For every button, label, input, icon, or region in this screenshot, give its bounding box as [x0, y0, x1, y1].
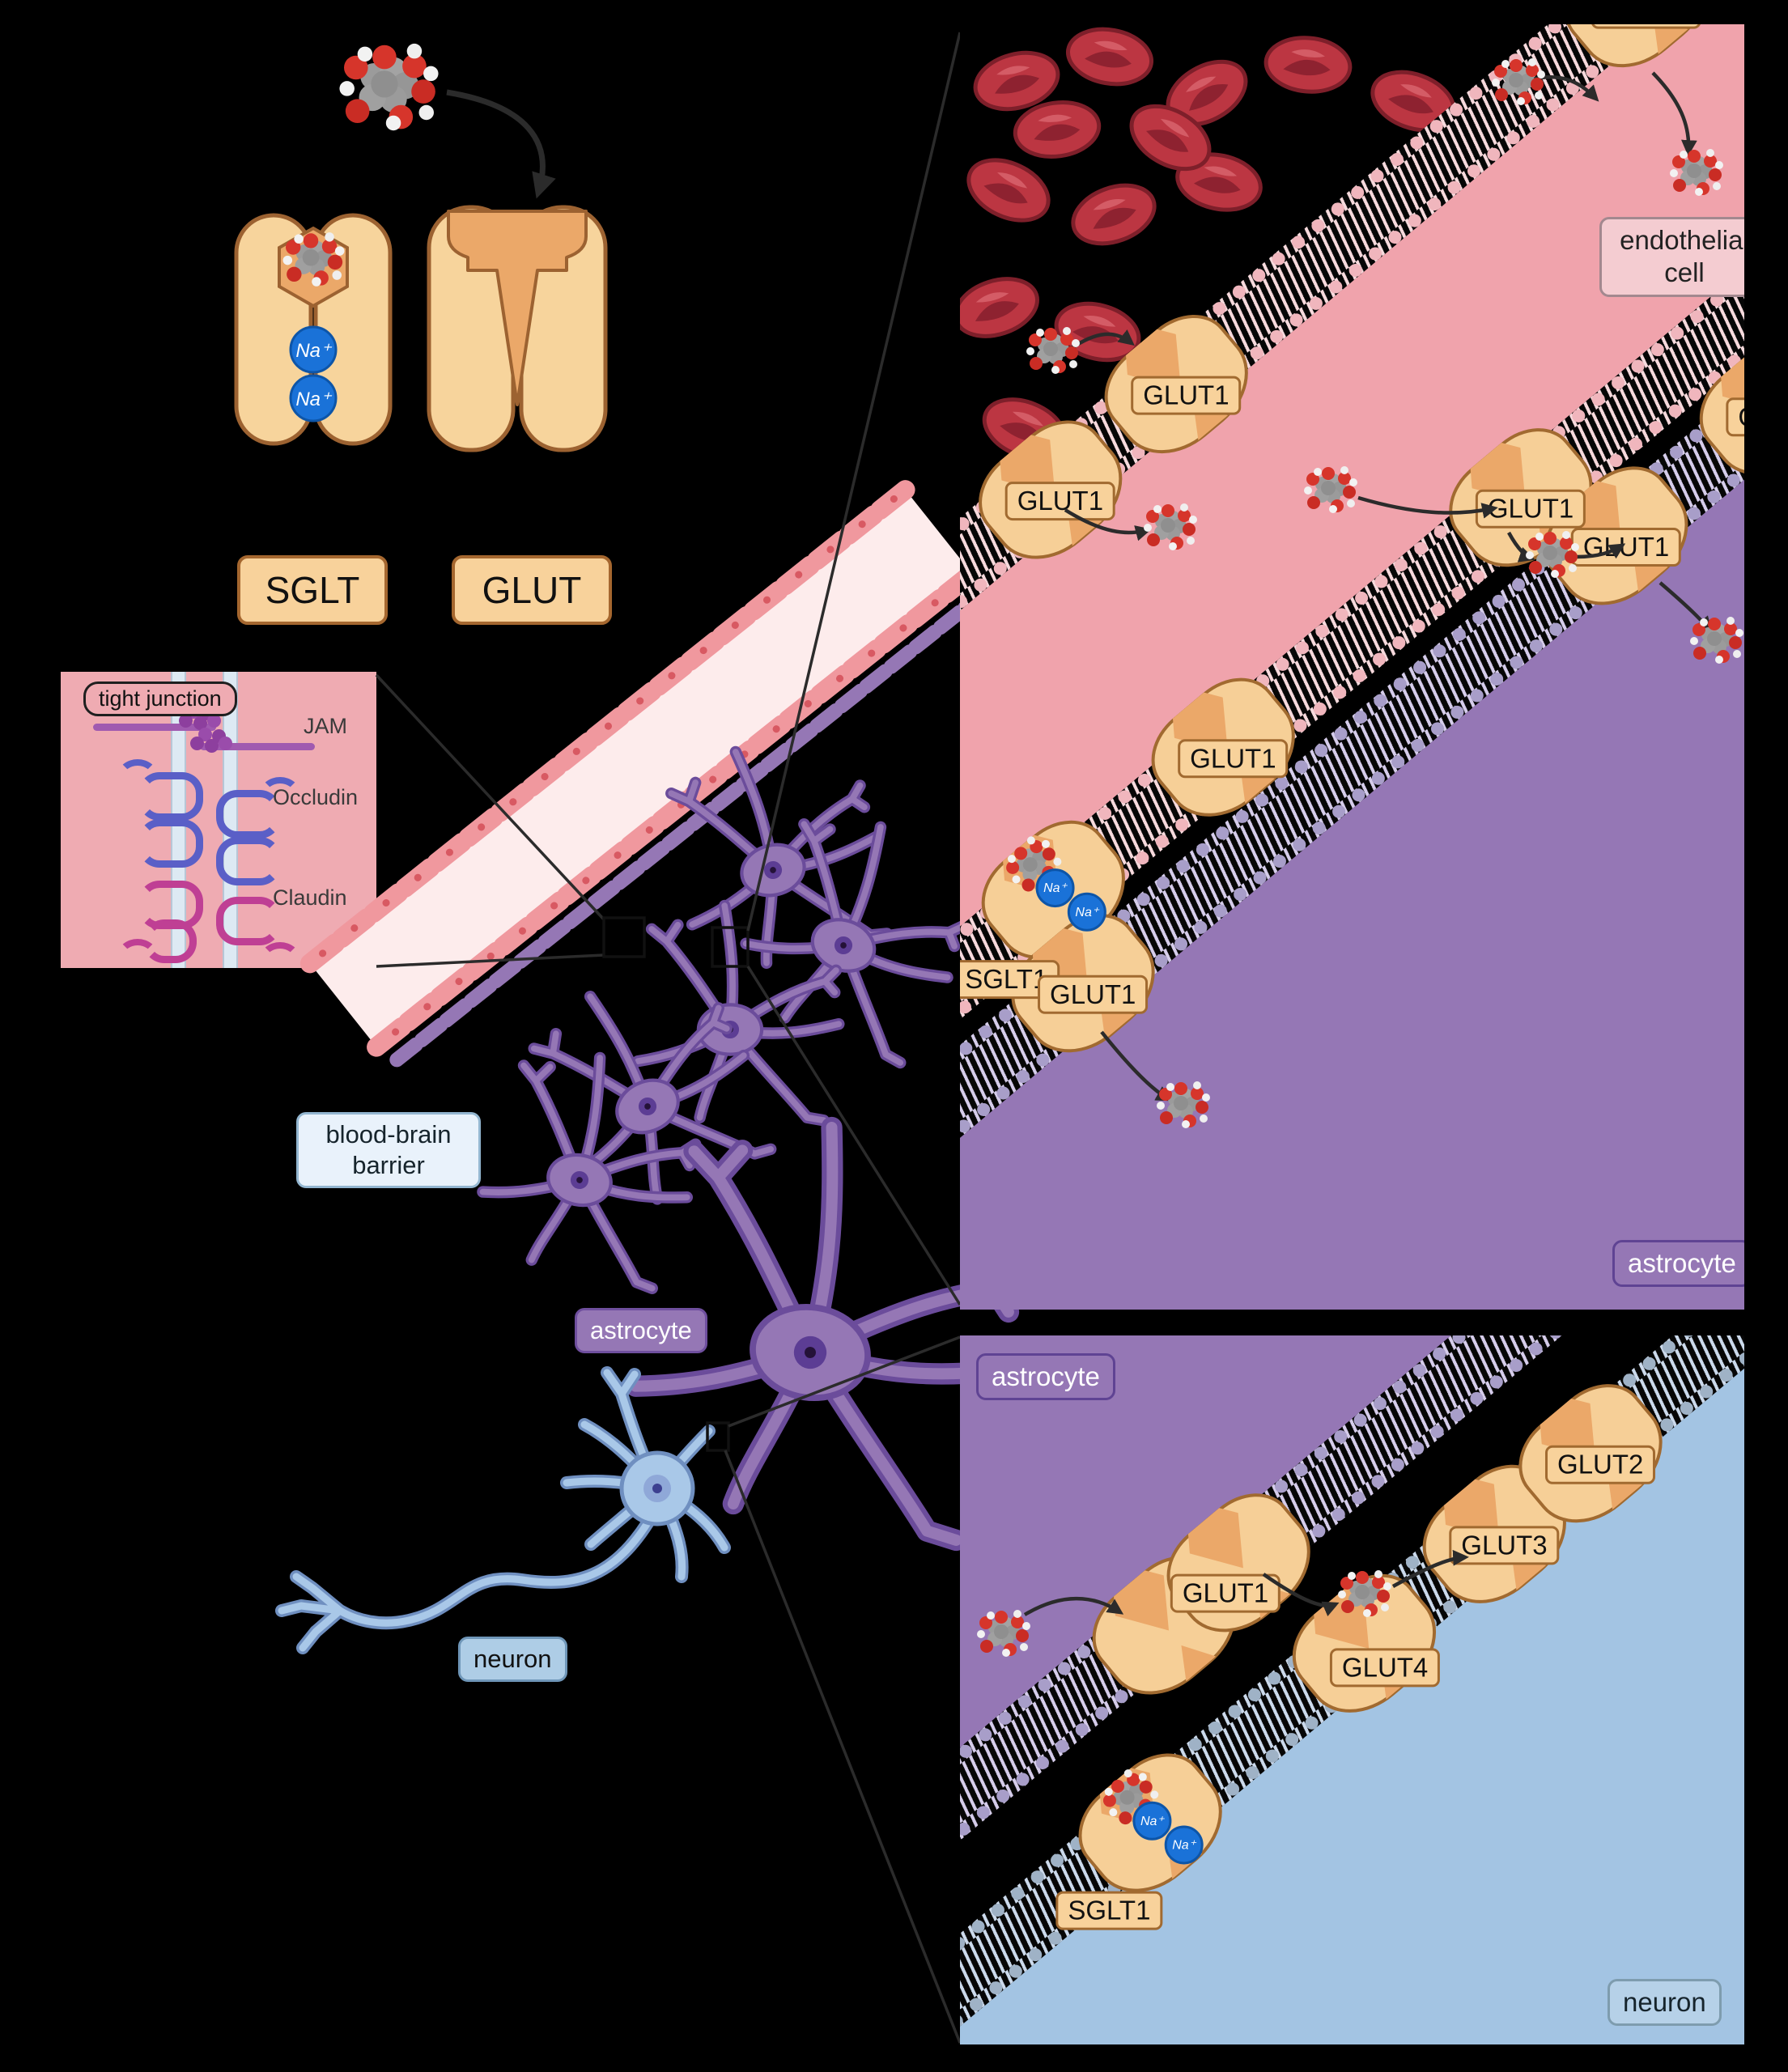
sodium-ion-label: Na⁺	[295, 340, 333, 362]
zoom-rect-vessel-wall	[711, 926, 750, 968]
jam-label: JAM	[304, 714, 347, 738]
tight-junction-title-text: tight junction	[99, 686, 222, 711]
sglt-label-text: SGLT	[265, 569, 360, 611]
claudin-tail	[117, 939, 158, 973]
neuron-label-panel-bottom: neuron	[1608, 1979, 1722, 2027]
jam-protein	[200, 743, 315, 750]
glut-label: GLUT	[452, 555, 612, 625]
astrocyte-label-text: astrocyte	[590, 1316, 692, 1344]
tight-junction-inset: tight junction JAM Occludin Claudin	[61, 672, 376, 976]
glucose-flow-arrows	[1023, 1549, 1469, 1616]
jam-protein-beads	[190, 737, 204, 750]
glucose-molecule	[1144, 503, 1197, 550]
neuron-cell	[275, 1366, 731, 1654]
intro-transporters-illustration: Na⁺ Na⁺	[234, 43, 608, 452]
occludin-label: Occludin	[273, 785, 359, 809]
sglt-transporter-icon: Na⁺ Na⁺	[234, 213, 393, 446]
endothelial-cell-label: endothelial cell	[1599, 217, 1744, 297]
astrocyte-label-panel-top: astrocyte	[1612, 1240, 1744, 1288]
glucose-molecule	[1492, 58, 1545, 105]
astrocyte-label-text: astrocyte	[992, 1361, 1100, 1391]
sodium-ion-icon	[289, 325, 338, 374]
panel-endothelial-astrocyte: GLUT1 GLUT1 GLUT1 Na⁺ Na⁺ SGLT1 GLUT1 GL…	[960, 24, 1744, 1310]
zoom-connectors	[375, 32, 962, 2044]
neuron-label-text: neuron	[474, 1645, 552, 1673]
sglt-label: SGLT	[237, 555, 388, 625]
sodium-ion-icon	[289, 374, 338, 422]
claudin-protein	[143, 919, 197, 963]
tight-junction-title: tight junction	[83, 681, 237, 716]
glut-label-text: GLUT	[482, 569, 582, 611]
astrocyte-label-mid: astrocyte	[575, 1308, 707, 1353]
astrocyte-endfeet-row	[389, 588, 987, 1068]
occludin-protein	[138, 772, 203, 821]
glucose-molecule	[1304, 466, 1357, 513]
glucose-molecule	[1526, 531, 1579, 578]
blood-vessel	[299, 480, 987, 1068]
blood-brain-barrier-label: blood-brain barrier	[296, 1112, 481, 1188]
endothelial-cell-label-text: endothelial cell	[1620, 225, 1744, 288]
glucose-molecule	[1338, 1570, 1391, 1617]
jam-protein	[93, 724, 216, 731]
glucose-molecule	[977, 1610, 1030, 1657]
jam-protein-beads	[179, 714, 193, 728]
occludin-protein	[216, 837, 281, 885]
panel-astrocyte-neuron: GLUT1 GLUT3 GLUT2 GLUT4 Na⁺ Na⁺ SGLT1 as…	[960, 1335, 1744, 2044]
neuron-label-mid: neuron	[458, 1637, 567, 1682]
astrocyte-label-text: astrocyte	[1628, 1248, 1736, 1278]
glucose-to-glut-arrow	[446, 89, 556, 199]
astrocyte-label-panel-bottom: astrocyte	[976, 1353, 1115, 1401]
claudin-label: Claudin	[273, 885, 347, 910]
sodium-ion-label: Na⁺	[295, 388, 333, 410]
glucose-molecule	[1690, 617, 1743, 664]
glucose-molecule	[1157, 1081, 1210, 1128]
occludin-protein	[138, 819, 203, 868]
glut-transporter-icon	[427, 205, 608, 452]
neuron-label-text: neuron	[1623, 1987, 1706, 2017]
claudin-protein	[216, 897, 281, 945]
blood-brain-barrier-label-text: blood-brain barrier	[325, 1120, 452, 1179]
occludin-tail	[117, 759, 158, 793]
glucose-molecule	[1670, 149, 1723, 196]
occludin-protein	[216, 790, 281, 839]
zoom-rect-synapse	[706, 1421, 730, 1452]
zoom-rect-tight-junction	[602, 916, 646, 958]
glucose-molecule	[1026, 327, 1080, 374]
